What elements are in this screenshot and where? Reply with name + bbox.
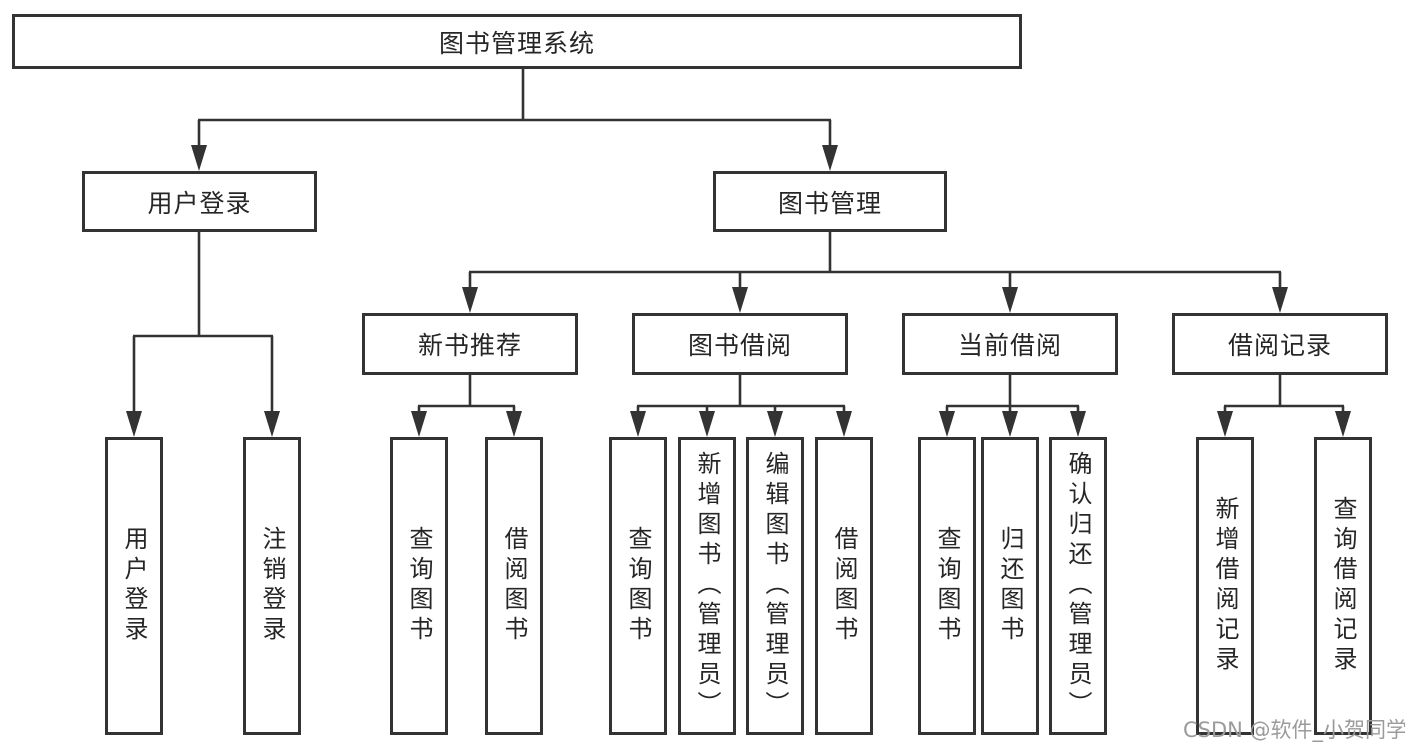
arrow-down-icon (836, 411, 852, 437)
node-leaf-add-borrow-record: 新增借阅记录 (1196, 437, 1254, 735)
arrow-down-icon (699, 411, 715, 437)
node-label: 借阅图书 (500, 526, 528, 646)
node-borrow-records: 借阅记录 (1172, 313, 1388, 375)
node-leaf-edit-books-admin: 编辑图书（管理员） (746, 437, 804, 735)
connector-root-to-level2 (191, 69, 838, 171)
arrow-down-icon (462, 287, 478, 313)
arrow-down-icon (630, 411, 646, 437)
arrow-down-icon (1070, 411, 1086, 437)
node-label: 注销登录 (258, 526, 286, 646)
node-label: 查询图书 (624, 526, 652, 646)
node-leaf-query-books-3: 查询图书 (918, 437, 976, 735)
node-leaf-borrow-books-2: 借阅图书 (815, 437, 873, 735)
node-label: 查询图书 (405, 526, 433, 646)
node-label: 新书推荐 (417, 331, 522, 360)
arrow-down-icon (1002, 287, 1018, 313)
node-current-borrow: 当前借阅 (902, 313, 1118, 375)
node-leaf-query-borrow-record: 查询借阅记录 (1314, 437, 1372, 735)
node-new-book-recommend: 新书推荐 (362, 313, 578, 375)
connector-new-book-recommend-to-leaves (411, 375, 522, 437)
csdn-watermark: CSDN @软件_小贺同学 (1183, 718, 1405, 742)
node-user-login: 用户登录 (82, 171, 317, 232)
node-label: 用户登录 (147, 188, 252, 218)
node-label: 编辑图书（管理员） (761, 451, 789, 721)
connector-book-borrow-to-leaves (630, 375, 852, 437)
node-label: 图书借阅 (687, 331, 792, 360)
node-label: 用户登录 (120, 526, 148, 646)
node-label: 归还图书 (996, 526, 1024, 646)
connector-book-management-to-level3 (462, 232, 1288, 313)
arrow-down-icon (767, 411, 783, 437)
arrow-down-icon (126, 411, 142, 437)
node-leaf-logout: 注销登录 (243, 437, 301, 735)
node-label: 查询图书 (933, 526, 961, 646)
node-leaf-add-books-admin: 新增图书（管理员） (678, 437, 736, 735)
arrow-down-icon (191, 145, 207, 171)
node-leaf-query-books-2: 查询图书 (609, 437, 667, 735)
node-leaf-query-books-1: 查询图书 (390, 437, 448, 735)
node-label: 确认归还（管理员） (1064, 451, 1092, 721)
node-leaf-return-books: 归还图书 (981, 437, 1039, 735)
arrow-down-icon (939, 411, 955, 437)
arrow-down-icon (822, 145, 838, 171)
arrow-down-icon (411, 411, 427, 437)
connector-current-borrow-to-leaves (939, 375, 1086, 437)
arrow-down-icon (1335, 411, 1351, 437)
connector-user-login-to-leaves (126, 232, 280, 437)
node-leaf-borrow-books-1: 借阅图书 (485, 437, 543, 735)
arrow-down-icon (506, 411, 522, 437)
node-book-management: 图书管理 (713, 171, 947, 232)
node-leaf-confirm-return-admin: 确认归还（管理员） (1049, 437, 1107, 735)
node-label: 图书管理 (777, 188, 882, 218)
node-book-borrow: 图书借阅 (632, 313, 848, 375)
arrow-down-icon (1217, 411, 1233, 437)
node-label: 图书管理系统 (438, 28, 595, 58)
node-label: 新增图书（管理员） (693, 451, 721, 721)
node-label: 当前借阅 (957, 331, 1062, 360)
arrow-down-icon (1272, 287, 1288, 313)
arrow-down-icon (1002, 411, 1018, 437)
arrow-down-icon (264, 411, 280, 437)
node-label: 借阅记录 (1227, 331, 1332, 360)
connector-borrow-records-to-leaves (1217, 375, 1351, 437)
node-label: 借阅图书 (830, 526, 858, 646)
node-root: 图书管理系统 (12, 14, 1022, 69)
node-label: 新增借阅记录 (1211, 496, 1239, 676)
node-label: 查询借阅记录 (1329, 496, 1357, 676)
arrow-down-icon (732, 287, 748, 313)
node-leaf-user-login: 用户登录 (105, 437, 163, 735)
